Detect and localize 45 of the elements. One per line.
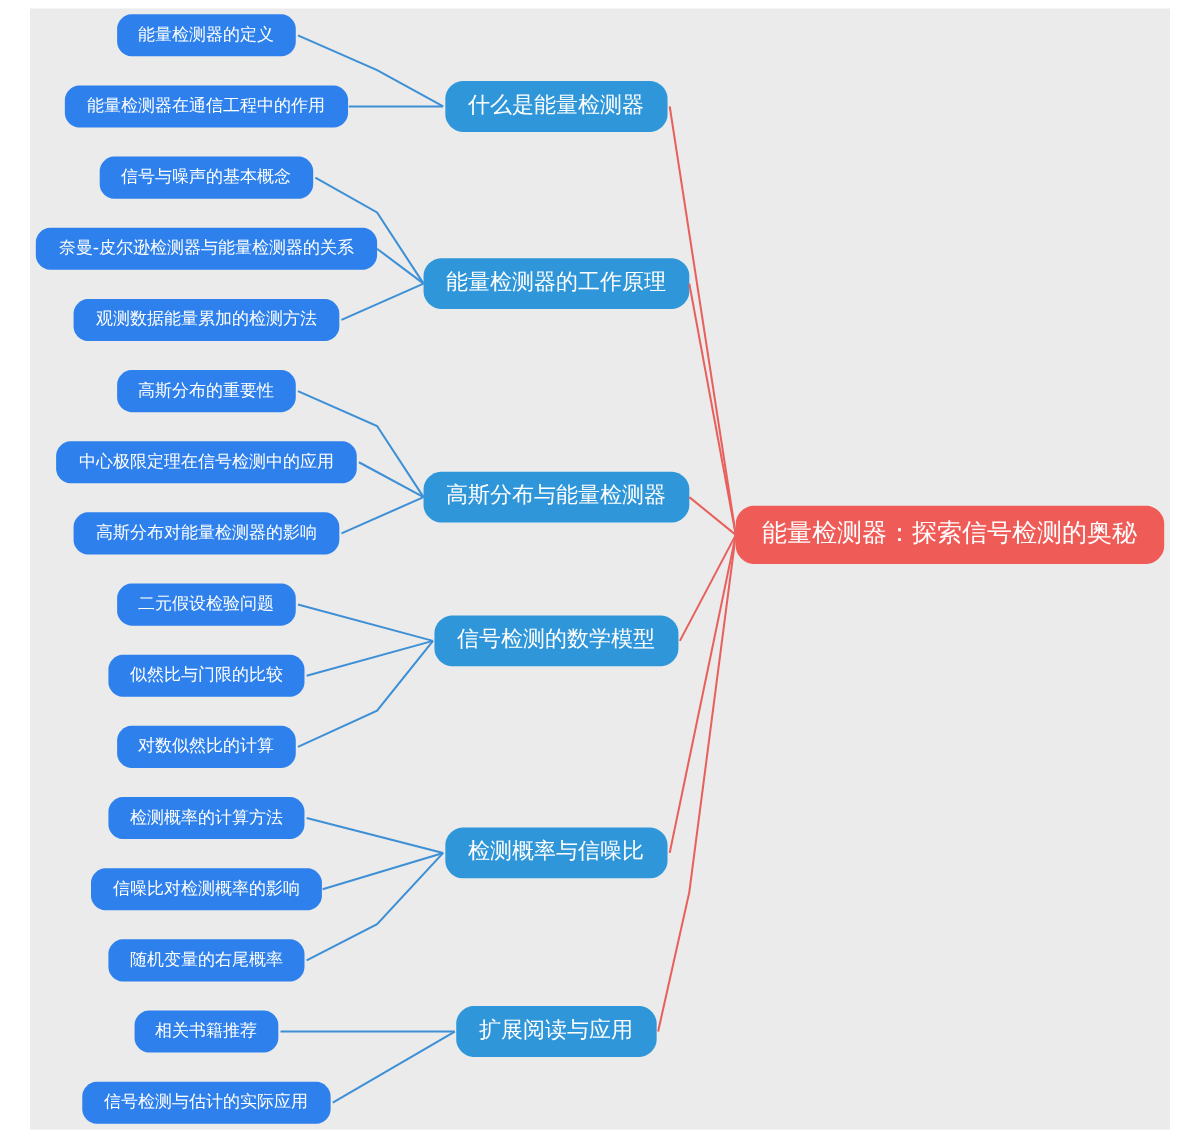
connector [341,496,424,535]
node-box: 能量检测器的工作原理 [423,258,690,310]
node-box: 随机变量的右尾概率 [108,939,305,982]
node-box: 二元假设检验问题 [117,583,296,626]
node-box: 相关书籍推荐 [134,1010,279,1053]
node-box: 能量检测器的定义 [117,14,296,57]
node-box: 高斯分布对能量检测器的影响 [73,512,340,555]
node-box: 能量检测器在通信工程中的作用 [64,85,349,128]
connector [280,1030,455,1033]
connector [341,282,424,321]
connector [322,851,444,891]
connector [306,639,434,677]
connector [306,817,444,854]
node-box: 高斯分布的重要性 [117,370,296,413]
connector [668,106,737,536]
connector [314,176,425,285]
connector [297,390,425,498]
node-box: 信号检测与估计的实际应用 [82,1081,331,1124]
node-box: 什么是能量检测器 [445,81,668,132]
connector [688,283,737,536]
connector [348,105,444,108]
connector [297,34,444,108]
connector [297,603,434,642]
node-box: 奈曼-皮尔逊检测器与能量检测器的关系 [35,227,378,270]
node-box: 检测概率的计算方法 [108,797,305,840]
node-box: 检测概率与信噪比 [445,827,668,879]
node-box: 似然比与门限的比较 [108,654,305,697]
node-box: 信号与噪声的基本概念 [99,156,314,199]
connector [688,496,737,536]
connector [376,247,425,285]
node-box: 高斯分布与能量检测器 [423,471,690,523]
connector [332,1030,456,1104]
node-box: 信噪比对检测概率的影响 [91,868,322,911]
connector [668,534,737,854]
node-box: 中心极限定理在信号检测中的应用 [56,441,357,484]
node-box: 观测数据能量累加的检测方法 [73,298,340,341]
node-box: 扩展阅读与应用 [456,1006,657,1057]
node-box: 对数似然比的计算 [117,725,296,768]
node-box: 信号检测的数学模型 [434,615,679,667]
node-box: 能量检测器：探索信号检测的奥秘 [735,505,1165,564]
connector [358,461,425,498]
connector [657,534,737,1032]
connector [297,640,434,748]
connector [306,852,444,962]
connector [678,534,737,642]
